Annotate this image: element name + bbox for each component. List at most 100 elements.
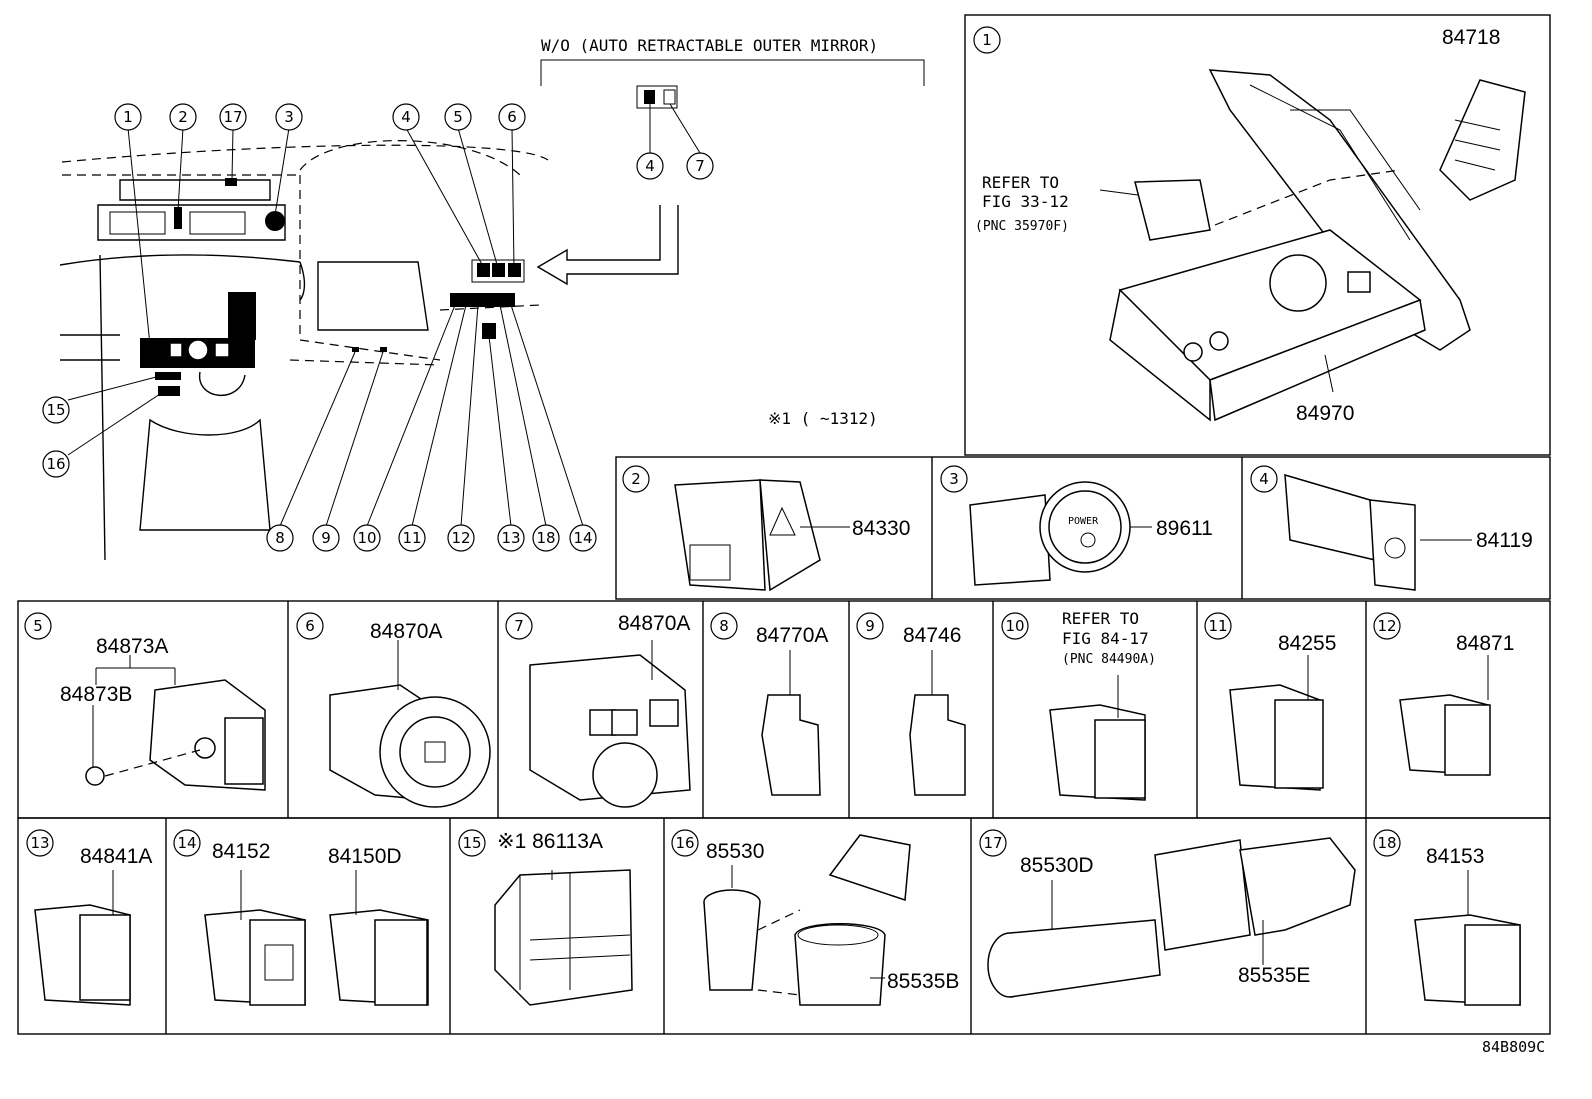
svg-text:8: 8 [275,529,285,547]
pn-84153: 84153 [1426,845,1484,868]
overview-callout-11: 11 [398,524,426,552]
panel-3-power-switch: POWER [969,481,1152,586]
svg-text:10: 10 [357,529,376,547]
mirror-callout-7: 7 [686,152,714,180]
pn-84330: 84330 [852,517,910,540]
dashboard-overview [59,140,679,561]
svg-text:5: 5 [453,108,463,126]
overview-callout-14: 14 [569,524,597,552]
svg-text:14: 14 [573,529,592,547]
svg-text:13: 13 [30,834,49,852]
mirror-inset: W/O (AUTO RETRACTABLE OUTER MIRROR) ※1 (… [540,36,925,428]
refer10-line-1: REFER TO [1062,609,1139,628]
svg-text:13: 13 [501,529,520,547]
panel-callout-1: 1 [973,26,1001,54]
pn-89611: 89611 [1156,517,1213,540]
pn-84871: 84871 [1456,632,1514,655]
panel-callout-3: 3 [940,465,968,493]
panel-callout-18: 18 [1373,829,1401,857]
panel-callout-7: 7 [505,612,533,640]
pn-84870A-7: 84870A [618,612,690,635]
panel-6-mirror-switch [329,640,491,808]
overview-callout-9: 9 [312,524,340,552]
panel-12-switch [1399,655,1491,776]
panel-callout-10: 10 [1001,612,1029,640]
svg-text:6: 6 [305,617,315,635]
refer10-line-3: (PNC 84490A) [1062,652,1156,667]
svg-text:9: 9 [321,529,331,547]
svg-text:1: 1 [123,108,133,126]
panel-callout-16: 16 [671,829,699,857]
svg-text:12: 12 [451,529,470,547]
panel-13-fuel-switch [34,870,131,1006]
overview-callout-6: 6 [498,103,526,131]
svg-text:4: 4 [645,157,655,175]
panel-callout-12: 12 [1373,612,1401,640]
panel-1-console [1099,69,1526,422]
overview-leader-lines [67,127,584,527]
svg-text:12: 12 [1377,617,1396,635]
pn-86113A: ※1 86113A [497,830,603,853]
overview-callout-2: 2 [169,103,197,131]
pn-85530: 85530 [706,840,764,863]
overview-callout-17: 17 [219,103,247,131]
overview-callout-12: 12 [447,524,475,552]
svg-text:16: 16 [46,455,65,473]
svg-text:6: 6 [507,108,517,126]
panel-15-switch [494,869,633,1006]
panel-10-refer: REFER TO FIG 84-17 (PNC 84490A) [1062,609,1156,667]
pn-85530D: 85530D [1020,854,1094,877]
panel-callout-5: 5 [24,612,52,640]
panel-11-seat-heater-switch [1229,655,1324,791]
refer10-line-2: FIG 84-17 [1062,629,1149,648]
panel-2-hazard-switch [674,479,850,592]
panel-5-switch [85,655,266,791]
panel-callout-2: 2 [622,465,650,493]
pn-84970: 84970 [1296,402,1354,425]
svg-text:4: 4 [1259,470,1269,488]
panel-callout-4: 4 [1250,465,1278,493]
svg-text:7: 7 [695,157,705,175]
refer-line-1: REFER TO [982,173,1059,192]
part-numbers: 84718 84970 84330 89611 84119 84873A 848… [60,26,1533,993]
panel-7-mirror-switch [529,640,691,808]
overview-callout-4: 4 [392,103,420,131]
overview-callout-10: 10 [353,524,381,552]
pn-84255: 84255 [1278,632,1336,655]
svg-text:16: 16 [675,834,694,852]
svg-text:1: 1 [982,31,992,49]
panel-10-parking-switch [1049,675,1146,801]
mirror-note: W/O (AUTO RETRACTABLE OUTER MIRROR) [541,36,878,55]
pn-84150D: 84150D [328,845,402,868]
svg-text:2: 2 [178,108,188,126]
svg-text:2: 2 [631,470,641,488]
panel-4-dimmer-switch [1284,473,1472,591]
panel-9-connector [909,650,966,796]
panel-17-sockets [987,837,1356,998]
pn-84873B: 84873B [60,683,132,706]
pn-84718: 84718 [1442,26,1500,49]
svg-text:7: 7 [514,617,524,635]
panel-callout-15: 15 [458,829,486,857]
pn-84770A: 84770A [756,624,828,647]
svg-text:17: 17 [983,834,1002,852]
panel-callout-17: 17 [979,829,1007,857]
overview-callout-16: 16 [42,450,70,478]
panel-14-switches [204,870,429,1006]
panel-1-refer: REFER TO FIG 33-12 (PNC 35970F) [975,173,1069,234]
overview-callout-15: 15 [42,396,70,424]
overview-callout-5: 5 [444,103,472,131]
power-label: POWER [1068,516,1099,527]
svg-text:10: 10 [1005,617,1024,635]
panel-callout-6: 6 [296,612,324,640]
svg-text:9: 9 [865,617,875,635]
overview-callout-18: 18 [532,524,560,552]
pn-84119: 84119 [1476,529,1533,552]
overview-callout-8: 8 [266,524,294,552]
svg-text:14: 14 [177,834,196,852]
panel-18-auto-switch [1414,870,1521,1006]
